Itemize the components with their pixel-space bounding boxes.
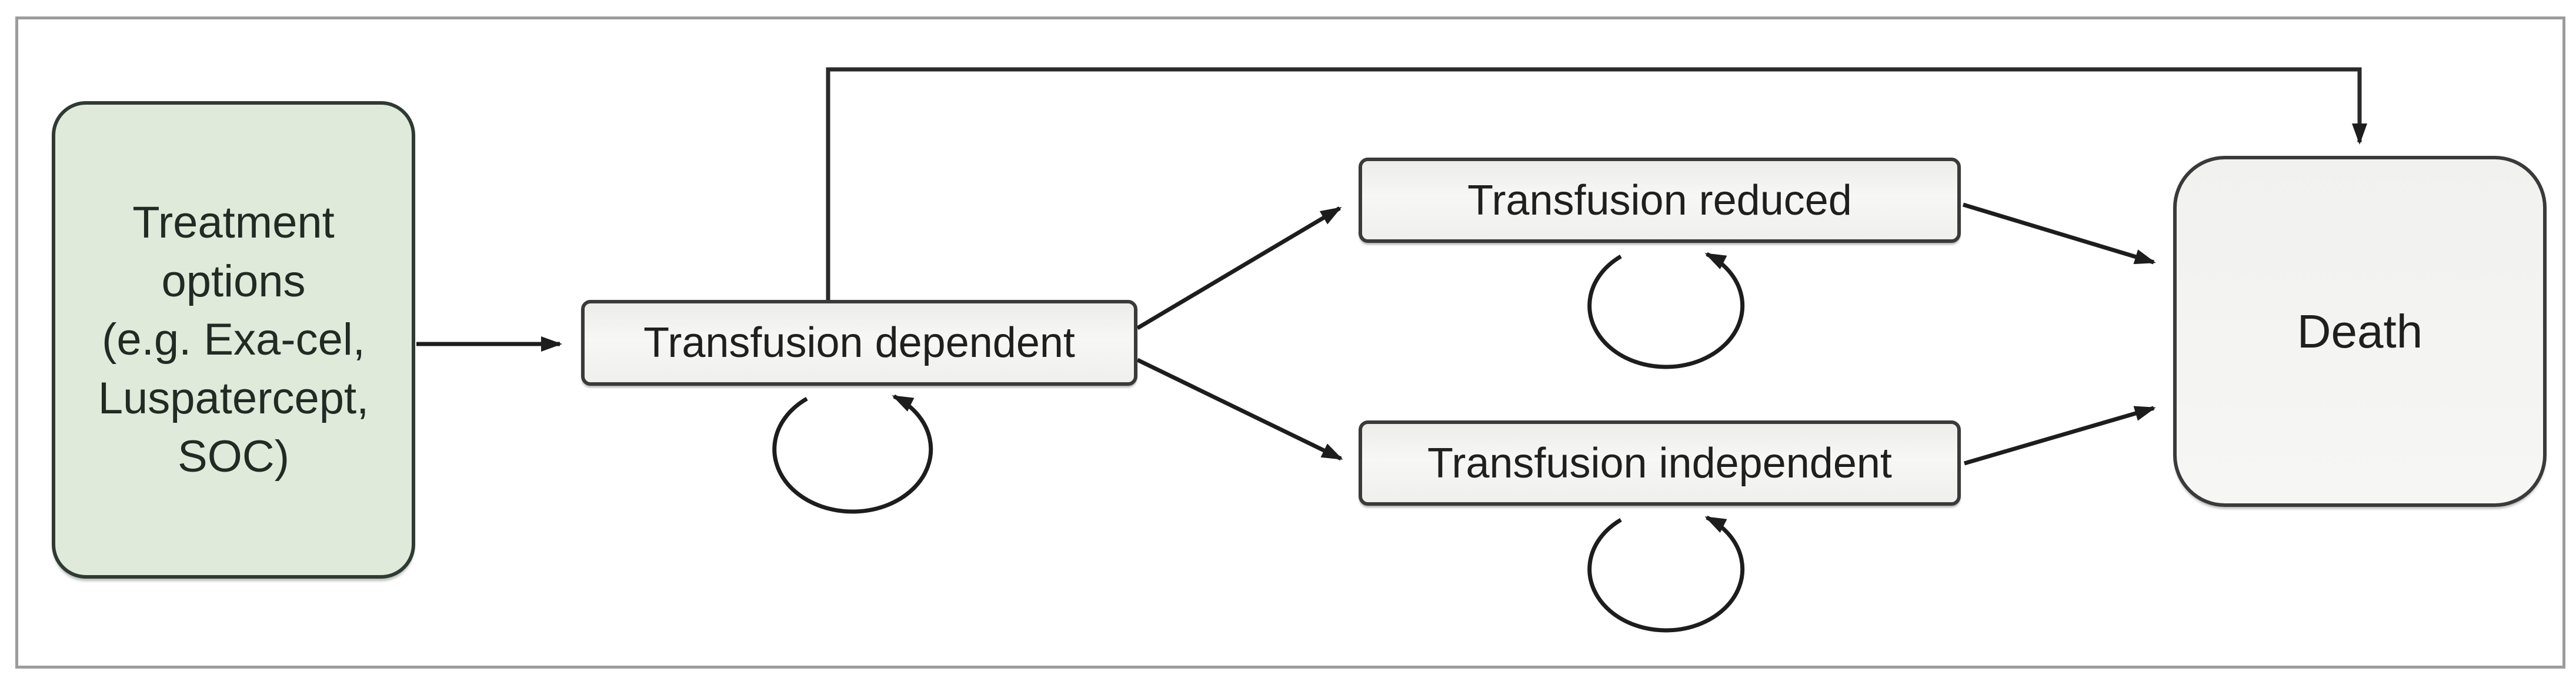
treatment-options-line: SOC) <box>178 432 289 482</box>
self-loop-independent <box>1587 515 1745 633</box>
edge-independent-to-death <box>1964 406 2156 466</box>
self-loop-reduced <box>1587 252 1745 369</box>
treatment-options-line: Luspatercept, <box>98 373 369 423</box>
node-transfusion-dependent: Transfusion dependent <box>581 300 1137 386</box>
outer-frame <box>15 16 2565 669</box>
edge-dependent-to-reduced <box>1136 206 1342 330</box>
node-label: Transfusion independent <box>1427 439 1892 487</box>
node-label: Transfusion dependent <box>643 319 1075 366</box>
edge-reduced-to-death <box>1962 202 2156 265</box>
self-loop-dependent <box>772 394 933 514</box>
treatment-options-line: Treatment <box>132 198 335 248</box>
edge-dependent-to-independent <box>1136 358 1343 461</box>
edge-dependent-to-death <box>826 67 2367 301</box>
node-transfusion-independent: Transfusion independent <box>1359 420 1961 506</box>
node-label: Transfusion reduced <box>1467 176 1852 224</box>
node-death: Death <box>2173 156 2547 507</box>
node-transfusion-reduced: Transfusion reduced <box>1359 158 1961 243</box>
treatment-options-line: options <box>161 256 306 306</box>
node-label: Death <box>2297 305 2423 358</box>
node-treatment-options: Treatment options (e.g. Exa-cel, Luspate… <box>52 101 415 579</box>
treatment-options-line: (e.g. Exa-cel, <box>102 315 365 365</box>
